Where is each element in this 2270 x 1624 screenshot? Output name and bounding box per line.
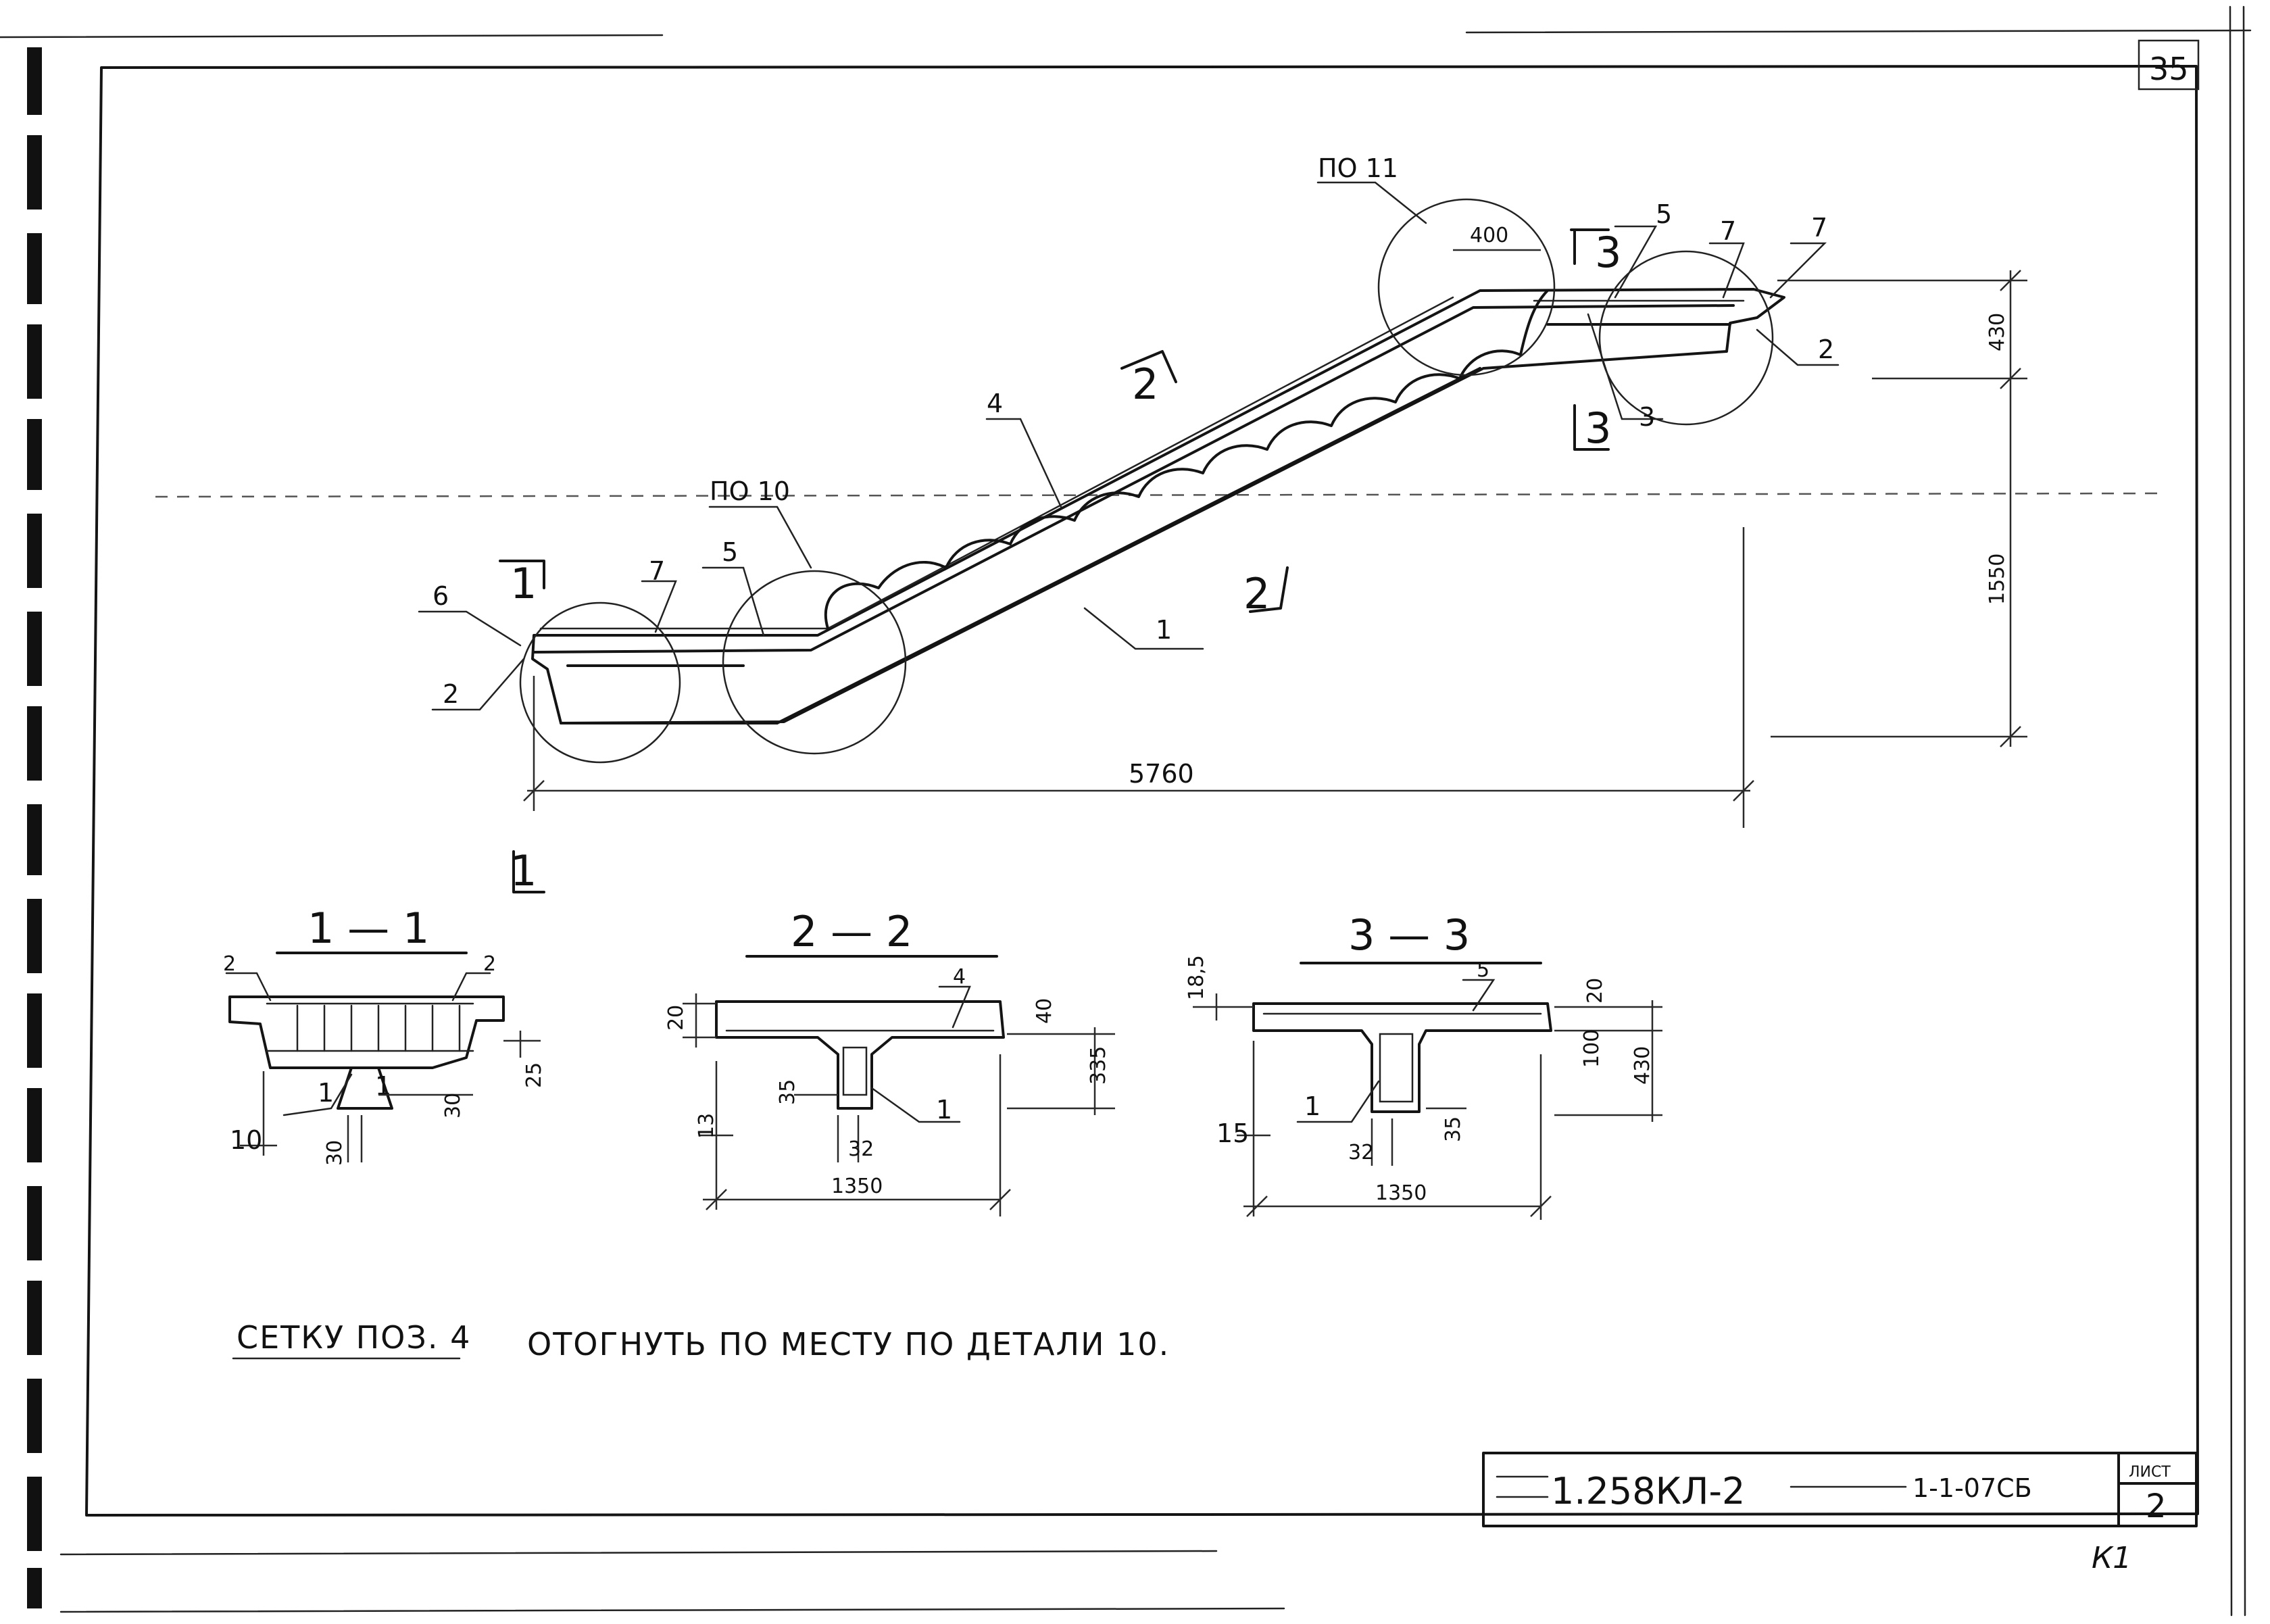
section-2-dim-335: 335 [1087,1046,1110,1085]
section-2-2-title: 2 — 2 [791,907,912,956]
section-3-dim-32: 32 [1348,1141,1374,1164]
label-pos6: 6 [433,581,449,611]
title-block: 1.258КЛ-2 1-1-07СБ ЛИСТ 2 К1 [1482,1452,2198,1575]
stair-main-view [519,198,1785,764]
section-3-label-1: 1 [1304,1091,1321,1121]
label-pos2: 2 [443,679,459,709]
cut-mark-1-top: 1 [510,559,537,608]
section-1-dim-10: 10 [230,1125,262,1155]
dim-right-total: 1550 [1985,553,2009,605]
detail-circle-11 [1377,198,1556,376]
cut-mark-3-top: 3 [1595,228,1621,277]
section-1-1: 1 — 1 2 2 1 1 30 25 10 30 [223,904,546,1166]
section-2-dim-40: 40 [1033,998,1056,1024]
title-code-left: 1.258КЛ-2 [1551,1470,1745,1512]
main-view-leaders: ПО 10 ПО 11 1 2 2 3 4 5 5 6 7 7 7 [418,153,1840,711]
label-pos7: 7 [649,556,665,586]
cut-mark-2-top: 2 [1132,360,1158,409]
label-pos2b: 2 [1818,335,1834,364]
section-2-dim-13: 13 [695,1113,718,1139]
main-view-dimensions: 5760 430 1550 400 [523,224,2027,828]
note-part2: ОТОГНУТЬ ПО МЕСТУ ПО ДЕТАЛИ 10. [527,1326,1170,1362]
binder-strip [27,47,42,1608]
section-3-3: 3 — 3 5 1 18,5 20 100 430 15 32 35 1350 [1185,910,1662,1220]
section-3-3-title: 3 — 3 [1348,910,1470,960]
detail-circle-10 [722,570,907,755]
section-1-label-2b: 2 [483,952,496,976]
section-3-label-5: 5 [1477,958,1489,982]
drawing-note: СЕТКУ ПОЗ. 4 ОТОГНУТЬ ПО МЕСТУ ПО ДЕТАЛИ… [232,1319,1170,1362]
sheet-label: ЛИСТ [2129,1464,2171,1481]
label-pos5b: 5 [1656,199,1672,229]
dim-length: 5760 [1129,759,1194,789]
label-pos5: 5 [722,537,738,567]
label-det10: ПО 10 [710,476,790,506]
section-2-label-4: 4 [953,965,966,989]
label-pos3: 3 [1639,402,1655,432]
label-pos7c: 7 [1811,213,1827,243]
note-part1: СЕТКУ ПОЗ. 4 [237,1319,471,1356]
title-code-right: 1-1-07СБ [1913,1473,2032,1503]
section-1-dim-30: 30 [323,1140,347,1166]
label-pos1: 1 [1156,615,1172,645]
section-2-dim-1350: 1350 [831,1175,883,1198]
section-3-dim-100: 100 [1580,1029,1604,1068]
label-pos7b: 7 [1720,216,1736,246]
dim-top-height: 400 [1470,224,1508,247]
sheet-frame [0,5,2252,1617]
label-pos4: 4 [987,389,1003,418]
section-1-dim-30b: 30 [441,1093,465,1118]
section-3-dim-35: 35 [1441,1116,1465,1142]
stringer-outline [531,288,1785,724]
section-1-dim-25: 25 [522,1062,546,1088]
section-1-label-1: 1 [318,1078,334,1108]
dim-right-top: 430 [1985,313,2009,351]
sheet-number: 2 [2146,1487,2167,1525]
page-number-box: 35 [2138,39,2200,91]
label-det11: ПО 11 [1318,153,1398,183]
section-2-dim-20: 20 [664,1005,688,1031]
cut-mark-3-bottom: 3 [1585,403,1611,453]
section-1-label-2a: 2 [223,952,236,976]
detail-circle-lower-end [519,601,681,764]
section-3-dim-1350: 1350 [1375,1181,1427,1205]
cut-mark-1-bottom: 1 [510,846,537,895]
page-number: 35 [2149,51,2189,87]
section-cut-marks: 1 1 2 2 3 3 [499,228,1621,895]
stair-steps [824,289,1549,630]
section-2-dim-35: 35 [776,1079,799,1105]
stringer-inner [533,304,1735,654]
cut-mark-2-bottom: 2 [1243,569,1270,618]
section-2-dim-32: 32 [848,1137,874,1161]
section-3-dim-18-5: 18,5 [1185,955,1208,1000]
sheet-mark: К1 [2092,1541,2131,1575]
section-2-2: 2 — 2 4 1 20 40 335 35 13 32 1350 [664,907,1115,1216]
section-2-label-1: 1 [936,1095,952,1125]
section-3-dim-430: 430 [1631,1046,1654,1085]
detail-circle-upper-end [1598,250,1774,426]
section-1-label-1b: 1 [375,1071,391,1101]
section-3-dim-15: 15 [1216,1118,1249,1148]
section-1-1-title: 1 — 1 [307,904,429,953]
section-3-dim-20: 20 [1583,978,1607,1004]
